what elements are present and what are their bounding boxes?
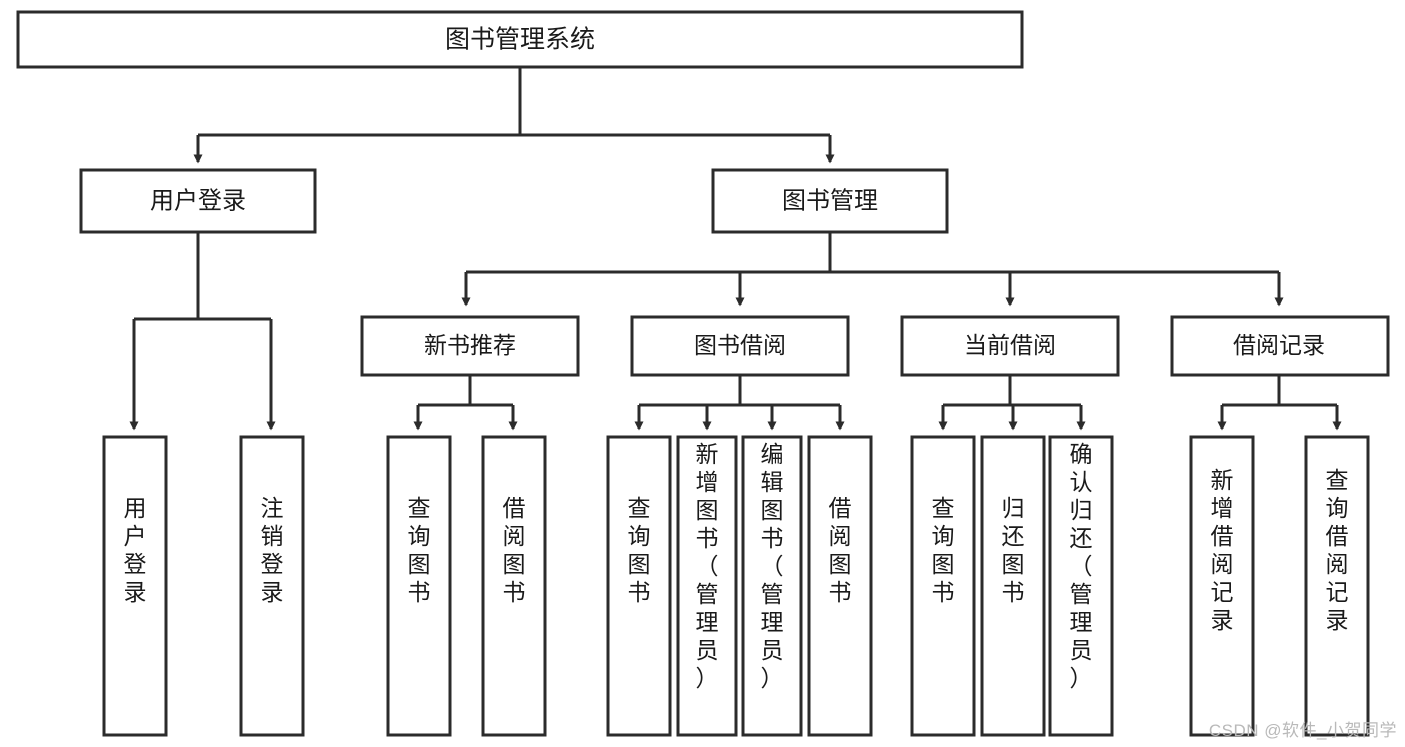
node-leaf-logout-label: 注销登录 xyxy=(261,495,284,605)
node-leaf-edit-book[interactable]: 编辑图书（管理员） xyxy=(741,435,803,737)
node-borrow-record-label: 借阅记录 xyxy=(1233,332,1325,358)
node-book-borrow-label: 图书借阅 xyxy=(694,332,786,358)
node-leaf-query-book-1-box[interactable] xyxy=(386,435,452,737)
node-new-book-rec[interactable]: 新书推荐 xyxy=(360,315,580,377)
csdn-watermark: CSDN @软件_小贺同学 xyxy=(1208,721,1397,740)
node-current-borrow-box[interactable] xyxy=(900,315,1120,377)
node-leaf-borrow-book-1-label: 借阅图书 xyxy=(503,495,526,605)
node-current-borrow[interactable]: 当前借阅 xyxy=(900,315,1120,377)
node-leaf-logout-box[interactable] xyxy=(239,435,305,737)
node-root[interactable]: 图书管理系统 xyxy=(16,10,1024,69)
node-borrow-record[interactable]: 借阅记录 xyxy=(1170,315,1390,377)
node-leaf-add-record-box[interactable] xyxy=(1189,435,1255,737)
node-leaf-borrow-book-1-box[interactable] xyxy=(481,435,547,737)
node-leaf-edit-book-label: 编辑图书（管理员） xyxy=(761,441,784,691)
node-leaf-logout[interactable]: 注销登录 xyxy=(239,435,305,737)
node-leaf-return-book[interactable]: 归还图书 xyxy=(980,435,1046,737)
node-leaf-confirm-return-label: 确认归还（管理员） xyxy=(1070,441,1093,691)
connector-layer xyxy=(129,67,1342,431)
node-user-login-box[interactable] xyxy=(79,168,317,234)
node-new-book-rec-label: 新书推荐 xyxy=(424,332,516,358)
node-borrow-record-box[interactable] xyxy=(1170,315,1390,377)
node-leaf-confirm-return-box[interactable] xyxy=(1048,435,1114,737)
node-leaf-edit-book-box[interactable] xyxy=(741,435,803,737)
node-leaf-query-book-1[interactable]: 查询图书 xyxy=(386,435,452,737)
node-book-borrow[interactable]: 图书借阅 xyxy=(630,315,850,377)
node-user-login[interactable]: 用户登录 xyxy=(79,168,317,234)
node-leaf-query-book-2-label: 查询图书 xyxy=(628,495,651,605)
node-current-borrow-label: 当前借阅 xyxy=(964,332,1056,358)
node-leaf-query-record-box[interactable] xyxy=(1304,435,1370,737)
node-leaf-borrow-book-1[interactable]: 借阅图书 xyxy=(481,435,547,737)
node-leaf-query-book-1-label: 查询图书 xyxy=(408,495,431,605)
node-leaf-user-login-label: 用户登录 xyxy=(124,495,147,605)
node-root-box[interactable] xyxy=(16,10,1024,69)
node-root-label: 图书管理系统 xyxy=(445,26,595,54)
node-leaf-query-book-3[interactable]: 查询图书 xyxy=(910,435,976,737)
node-book-manage-box[interactable] xyxy=(711,168,949,234)
node-new-book-rec-box[interactable] xyxy=(360,315,580,377)
node-leaf-query-book-2-box[interactable] xyxy=(606,435,672,737)
node-book-borrow-box[interactable] xyxy=(630,315,850,377)
node-leaf-query-book-3-label: 查询图书 xyxy=(932,495,955,605)
node-leaf-confirm-return[interactable]: 确认归还（管理员） xyxy=(1048,435,1114,737)
node-leaf-query-book-2[interactable]: 查询图书 xyxy=(606,435,672,737)
node-leaf-query-record[interactable]: 查询借阅记录 xyxy=(1304,435,1370,737)
node-leaf-add-book[interactable]: 新增图书（管理员） xyxy=(676,435,738,737)
node-leaf-add-book-box[interactable] xyxy=(676,435,738,737)
node-leaf-add-record-label: 新增借阅记录 xyxy=(1211,467,1234,633)
node-leaf-user-login-box[interactable] xyxy=(102,435,168,737)
node-leaf-borrow-book-2-label: 借阅图书 xyxy=(829,495,852,605)
node-leaf-borrow-book-2[interactable]: 借阅图书 xyxy=(807,435,873,737)
node-book-manage[interactable]: 图书管理 xyxy=(711,168,949,234)
node-leaf-return-book-label: 归还图书 xyxy=(1002,495,1025,605)
node-leaf-user-login[interactable]: 用户登录 xyxy=(102,435,168,737)
node-book-manage-label: 图书管理 xyxy=(782,187,878,214)
node-leaf-return-book-box[interactable] xyxy=(980,435,1046,737)
node-leaf-borrow-book-2-box[interactable] xyxy=(807,435,873,737)
node-leaf-add-record[interactable]: 新增借阅记录 xyxy=(1189,435,1255,737)
node-leaf-add-book-label: 新增图书（管理员） xyxy=(696,441,719,691)
node-leaf-query-record-label: 查询借阅记录 xyxy=(1326,467,1349,633)
node-leaf-query-book-3-box[interactable] xyxy=(910,435,976,737)
node-user-login-label: 用户登录 xyxy=(150,187,246,214)
